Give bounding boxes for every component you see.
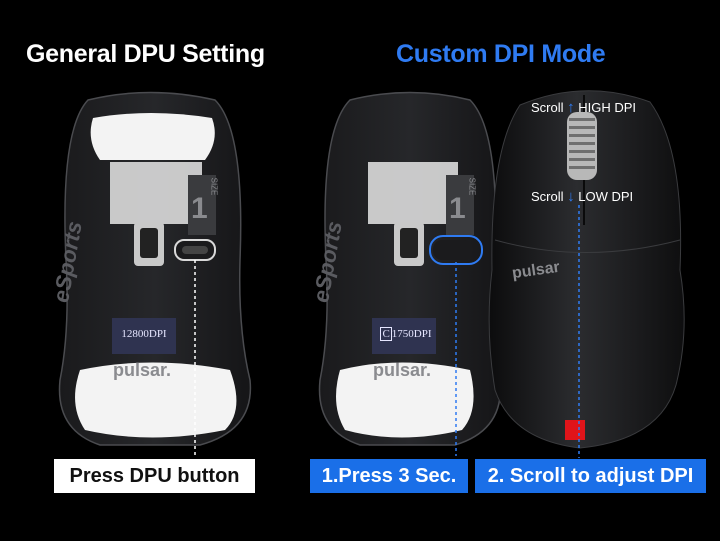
left-mouse-underside [58, 91, 252, 455]
middle-brand-text: pulsar. [373, 360, 432, 380]
press-3-sec-label: 1.Press 3 Sec. [310, 459, 468, 493]
low-dpi-text: LOW DPI [578, 189, 634, 204]
scroll-adjust-label: 2. Scroll to adjust DPI [475, 459, 706, 493]
scroll-up-label: Scroll ↑ HIGH DPI [531, 99, 636, 116]
down-arrow-icon: ↓ [567, 188, 575, 205]
left-size-mark: 1 [191, 192, 208, 225]
general-dpu-title: General DPU Setting [26, 40, 265, 68]
middle-mouse-underside [318, 91, 502, 456]
scroll-down-label: Scroll ↓ LOW DPI [531, 188, 633, 205]
left-size-label: SIZE [209, 177, 219, 196]
up-arrow-icon: ↑ [567, 99, 575, 116]
custom-dpi-title: Custom DPI Mode [396, 40, 606, 68]
left-dpi-display: 12800DPI [121, 328, 167, 340]
scroll-down-text: Scroll [531, 189, 564, 204]
middle-dpi-value: 1750DPI [391, 328, 432, 340]
scroll-up-text: Scroll [531, 100, 564, 115]
middle-size-label: SIZE [467, 177, 477, 196]
high-dpi-text: HIGH DPI [578, 100, 637, 115]
right-mouse-top [488, 90, 685, 458]
left-brand-text: pulsar. [113, 360, 172, 380]
press-dpu-label: Press DPU button [54, 459, 255, 493]
middle-dpi-prefix: C [380, 327, 392, 341]
red-marker [565, 420, 585, 440]
middle-size-mark: 1 [449, 192, 466, 225]
